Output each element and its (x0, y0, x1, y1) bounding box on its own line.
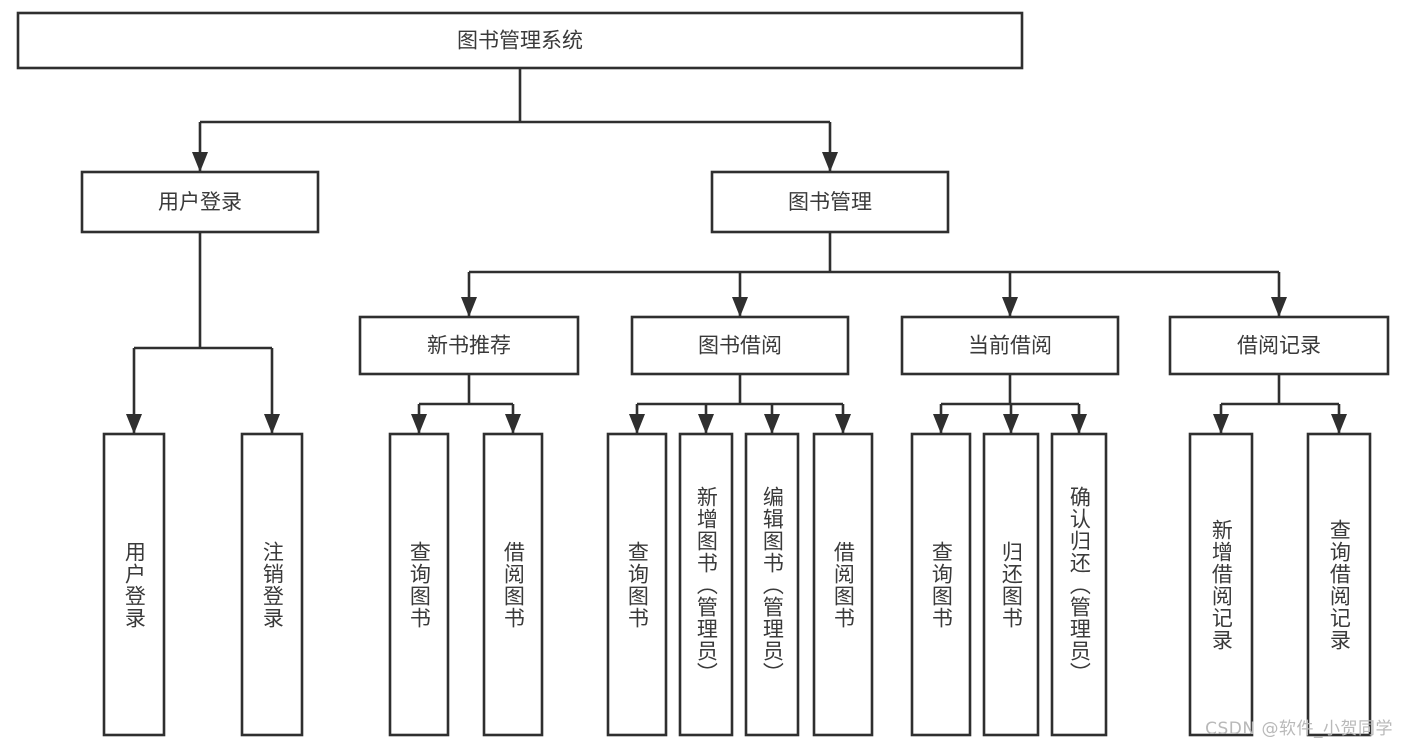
root-arrow-1 (822, 152, 838, 172)
leaf-box-9[interactable] (982, 432, 1040, 737)
level3-box-2[interactable] (900, 315, 1120, 376)
book-mgmt-arrow-1 (732, 297, 748, 317)
borrow-arrow-2 (764, 414, 780, 434)
book-mgmt-arrow-3 (1271, 297, 1287, 317)
leaf-box-10[interactable] (1050, 432, 1108, 737)
user-login-arrow-1 (264, 414, 280, 434)
book-mgmt-arrow-0 (461, 297, 477, 317)
borrow-arrow-3 (835, 414, 851, 434)
leaf-box-7[interactable] (812, 432, 874, 737)
level2-box-1[interactable] (710, 170, 950, 234)
csdn-watermark: CSDN @软件_小贺同学 (1205, 719, 1393, 739)
level3-label-1: 图书借阅 (698, 334, 782, 358)
current-arrow-2 (1071, 414, 1087, 434)
leaf-box-4[interactable] (606, 432, 668, 737)
leaf-box-1[interactable] (240, 432, 304, 737)
connectors-layer (126, 68, 1347, 434)
current-arrow-1 (1003, 414, 1019, 434)
leaf-box-2[interactable] (388, 432, 450, 737)
level3-label-0: 新书推荐 (427, 334, 511, 358)
level3-label-3: 借阅记录 (1237, 334, 1321, 358)
user-login-arrow-0 (126, 414, 142, 434)
leaf-box-12[interactable] (1306, 432, 1372, 737)
level3-box-1[interactable] (630, 315, 850, 376)
boxes-layer (16, 11, 1390, 737)
record-arrow-0 (1213, 414, 1229, 434)
level2-label-1: 图书管理 (788, 190, 872, 214)
leaf-box-11[interactable] (1188, 432, 1254, 737)
leaf-box-8[interactable] (910, 432, 972, 737)
level2-label-0: 用户登录 (158, 190, 242, 214)
leaf-box-3[interactable] (482, 432, 544, 737)
level3-box-0[interactable] (358, 315, 580, 376)
record-arrow-1 (1331, 414, 1347, 434)
level3-label-2: 当前借阅 (968, 334, 1052, 358)
leaf-box-0[interactable] (102, 432, 166, 737)
level2-box-0[interactable] (80, 170, 320, 234)
current-arrow-0 (933, 414, 949, 434)
new-book-arrow-1 (505, 414, 521, 434)
root-arrow-0 (192, 152, 208, 172)
borrow-arrow-1 (698, 414, 714, 434)
book-mgmt-arrow-2 (1002, 297, 1018, 317)
borrow-arrow-0 (629, 414, 645, 434)
new-book-arrow-0 (411, 414, 427, 434)
leaf-box-5[interactable] (678, 432, 734, 737)
leaf-box-6[interactable] (744, 432, 800, 737)
root-box-0[interactable] (16, 11, 1024, 70)
level3-box-3[interactable] (1168, 315, 1390, 376)
root-label-0: 图书管理系统 (457, 29, 583, 53)
